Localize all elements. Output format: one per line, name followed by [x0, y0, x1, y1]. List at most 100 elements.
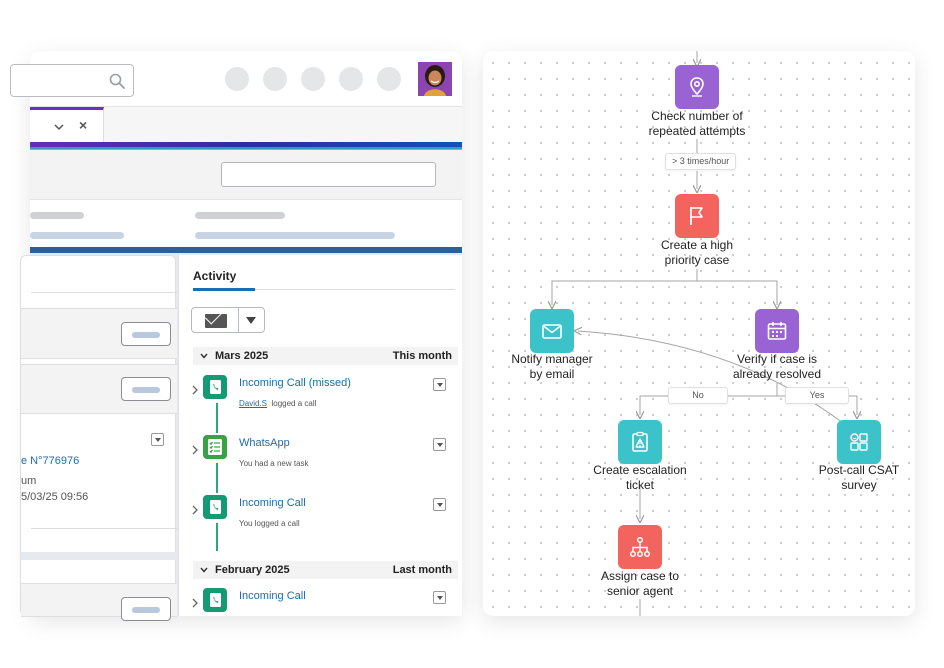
user-avatar[interactable] [418, 62, 452, 96]
calendar-icon [767, 322, 787, 340]
header-button-5[interactable] [377, 67, 401, 91]
global-search-input[interactable] [10, 64, 134, 97]
case-date: 5/03/25 09:56 [21, 491, 89, 503]
node-csat-survey[interactable] [837, 420, 881, 464]
tabbar-empty-area [104, 107, 462, 143]
label-line: Check number of [651, 109, 743, 123]
activity-subtitle-text: logged a call [271, 399, 317, 408]
skeleton-line [195, 212, 285, 219]
activity-title-link[interactable]: Incoming Call (missed) [239, 377, 351, 389]
timeline-connector [216, 523, 218, 551]
activity-menu-dropdown[interactable] [433, 591, 446, 604]
activity-menu-dropdown[interactable] [433, 378, 446, 391]
timeline-connector [216, 403, 218, 433]
task-list-icon [203, 435, 227, 459]
crm-window: × e N°776976 um [10, 51, 462, 621]
label-line: Create escalation [593, 463, 687, 477]
chevron-right-icon[interactable] [191, 505, 199, 515]
skeleton-line [30, 232, 124, 239]
case-menu-dropdown[interactable] [151, 433, 164, 446]
activity-item[interactable]: Incoming Call [179, 588, 463, 628]
header-button-3[interactable] [301, 67, 325, 91]
new-email-button[interactable] [191, 307, 265, 333]
subpanel-action-button[interactable] [121, 322, 171, 346]
month-relative: Last month [392, 564, 452, 576]
label-line: Post-call CSAT [818, 463, 900, 477]
close-tab-icon[interactable]: × [79, 117, 88, 133]
activity-user-link[interactable]: David.S [239, 399, 268, 408]
node-check-attempts[interactable] [675, 65, 719, 109]
search-icon [109, 73, 125, 89]
case-number-link[interactable]: e N°776976 [21, 455, 80, 467]
dropdown-arrow-icon[interactable] [246, 317, 256, 324]
label-line: Verify if case is [736, 352, 818, 366]
activity-item[interactable]: Incoming Call (missed) David.S logged a … [179, 375, 463, 415]
chevron-right-icon[interactable] [191, 445, 199, 455]
envelope-icon [205, 314, 227, 328]
label-line: ticket [625, 478, 654, 492]
label-line: survey [841, 478, 877, 492]
card-divider [31, 528, 177, 529]
avatar-portrait [418, 62, 452, 96]
record-search-input[interactable] [221, 162, 436, 187]
chevron-right-icon[interactable] [191, 598, 199, 608]
button-separator [238, 308, 239, 332]
org-chart-icon [629, 536, 651, 558]
edge-label-no[interactable]: No [668, 387, 728, 404]
label-line: senior agent [606, 584, 674, 598]
activity-menu-dropdown[interactable] [433, 498, 446, 511]
section-divider-bar [30, 247, 462, 253]
edge-label-yes[interactable]: Yes [785, 387, 849, 404]
warning-clipboard-icon [632, 431, 648, 452]
activity-card: Activity Mars 2025 This month [178, 255, 462, 616]
phone-icon [203, 375, 227, 399]
node-assign-senior[interactable] [618, 525, 662, 569]
survey-grid-icon [850, 433, 868, 451]
month-header-february[interactable]: February 2025 Last month [193, 561, 458, 579]
chevron-down-icon [200, 353, 208, 359]
activity-item[interactable]: WhatsApp You had a new task [179, 435, 463, 475]
activity-title-link[interactable]: WhatsApp [239, 437, 290, 449]
subpanel-action-button[interactable] [121, 597, 171, 621]
envelope-icon [542, 324, 562, 339]
month-relative: This month [392, 350, 452, 362]
label-line: by email [529, 367, 575, 381]
activity-title-link[interactable]: Incoming Call [239, 590, 306, 602]
header-button-1[interactable] [225, 67, 249, 91]
activity-subtitle: You logged a call [239, 519, 300, 528]
activity-menu-dropdown[interactable] [433, 438, 446, 451]
related-subpanel-3 [21, 583, 177, 621]
activity-subtitle: David.S logged a call [239, 399, 316, 408]
node-escalation-ticket[interactable] [618, 420, 662, 464]
node-notify-manager[interactable] [530, 309, 574, 353]
chevron-right-icon[interactable] [191, 385, 199, 395]
record-header [30, 150, 462, 200]
activity-title[interactable]: Activity [193, 269, 237, 283]
workspace-tab-active[interactable]: × [30, 107, 104, 143]
activity-tab-underline [193, 288, 455, 291]
subpanel-action-button[interactable] [121, 377, 171, 401]
chevron-down-icon[interactable] [54, 122, 64, 132]
activity-subtitle: You had a new task [239, 459, 309, 468]
node-verify-resolved[interactable] [755, 309, 799, 353]
label-line: repeated attempts [648, 124, 746, 138]
card-divider [31, 292, 177, 293]
activity-item[interactable]: Incoming Call You logged a call [179, 495, 463, 535]
header-button-2[interactable] [263, 67, 287, 91]
phone-icon [203, 495, 227, 519]
node-create-case[interactable] [675, 194, 719, 238]
label-line: Notify manager [511, 352, 593, 366]
edge-create-notify [552, 269, 698, 305]
skeleton-line [195, 232, 395, 239]
edge-label-threshold[interactable]: > 3 times/hour [665, 153, 737, 170]
case-meta-line: um [21, 475, 37, 487]
timeline-connector [216, 463, 218, 493]
header-button-4[interactable] [339, 67, 363, 91]
month-header-mars[interactable]: Mars 2025 This month [193, 347, 458, 365]
activity-title-link[interactable]: Incoming Call [239, 497, 306, 509]
